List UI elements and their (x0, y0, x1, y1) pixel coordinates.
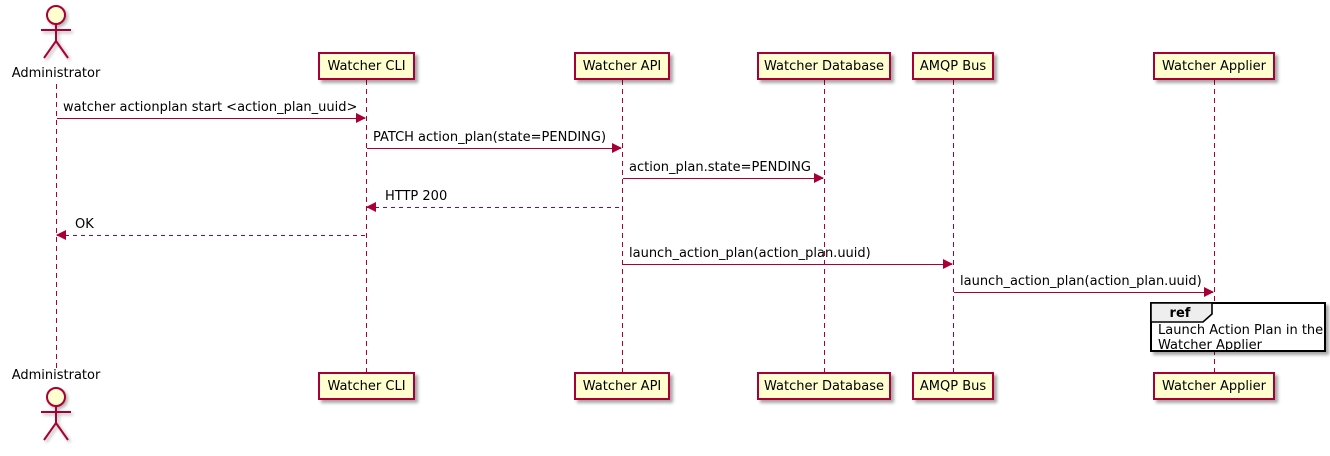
participant-amqp-bus-bottom: AMQP Bus (912, 372, 994, 400)
participant-watcher-cli-bottom: Watcher CLI (318, 372, 415, 400)
arrowhead-right-icon (356, 113, 366, 123)
lifeline-amqp-bus (953, 80, 954, 372)
arrowhead-right-icon (943, 259, 953, 269)
ref-body: Launch Action Plan in the Watcher Applie… (1158, 323, 1323, 353)
lifeline-watcher-database (824, 80, 825, 372)
lifeline-watcher-applier (1214, 80, 1215, 372)
message-launch-action-plan-amqp: launch_action_plan(action_plan.uuid) (623, 246, 953, 269)
participant-amqp-bus-top: AMQP Bus (912, 52, 994, 80)
message-actionplan-start: watcher actionplan start <action_plan_uu… (57, 100, 366, 123)
message-line (623, 178, 823, 179)
message-ok: OK (56, 217, 365, 240)
participant-watcher-cli-top: Watcher CLI (318, 52, 415, 80)
arrowhead-left-icon (56, 230, 66, 240)
participant-watcher-applier-top: Watcher Applier (1153, 52, 1275, 80)
participant-watcher-database-top: Watcher Database (757, 52, 891, 80)
arrowhead-right-icon (612, 143, 622, 153)
actor-label-bottom: Administrator (11, 368, 101, 383)
message-label: launch_action_plan(action_plan.uuid) (960, 274, 1202, 289)
ref-text-line1: Launch Action Plan in the (1158, 323, 1324, 338)
participant-watcher-database-bottom: Watcher Database (757, 372, 891, 400)
lifeline-administrator (56, 84, 57, 368)
arrowhead-right-icon (1204, 287, 1214, 297)
ref-keyword: ref (1169, 306, 1191, 321)
message-label: action_plan.state=PENDING (629, 160, 811, 175)
message-state-pending: action_plan.state=PENDING (623, 160, 824, 183)
participant-watcher-applier-bottom: Watcher Applier (1153, 372, 1275, 400)
participant-watcher-api-top: Watcher API (574, 52, 670, 80)
actor-icon (41, 5, 71, 59)
message-label: watcher actionplan start <action_plan_uu… (63, 100, 358, 115)
lifeline-watcher-cli (366, 80, 367, 372)
ref-fragment: ref Launch Action Plan in the Watcher Ap… (1150, 302, 1326, 353)
message-label: OK (75, 217, 94, 232)
message-label: launch_action_plan(action_plan.uuid) (629, 246, 871, 261)
message-label: HTTP 200 (385, 189, 448, 204)
message-label: PATCH action_plan(state=PENDING) (373, 130, 607, 145)
arrowhead-left-icon (366, 202, 376, 212)
message-launch-action-plan-applier: launch_action_plan(action_plan.uuid) (954, 274, 1214, 297)
message-line (367, 148, 621, 149)
message-line (367, 207, 621, 208)
arrowhead-right-icon (814, 173, 824, 183)
actor-icon (41, 387, 71, 441)
participant-watcher-api-bottom: Watcher API (574, 372, 670, 400)
message-line (57, 235, 365, 236)
message-line (954, 292, 1213, 293)
ref-text-line2: Watcher Applier (1158, 338, 1262, 353)
message-patch-action-plan: PATCH action_plan(state=PENDING) (367, 130, 622, 153)
message-line (623, 264, 952, 265)
message-line (57, 118, 365, 119)
message-http-200: HTTP 200 (366, 189, 621, 212)
ref-header-pentagon-icon (1150, 302, 1213, 323)
actor-label-top: Administrator (11, 66, 101, 81)
lifeline-watcher-api (622, 80, 623, 372)
